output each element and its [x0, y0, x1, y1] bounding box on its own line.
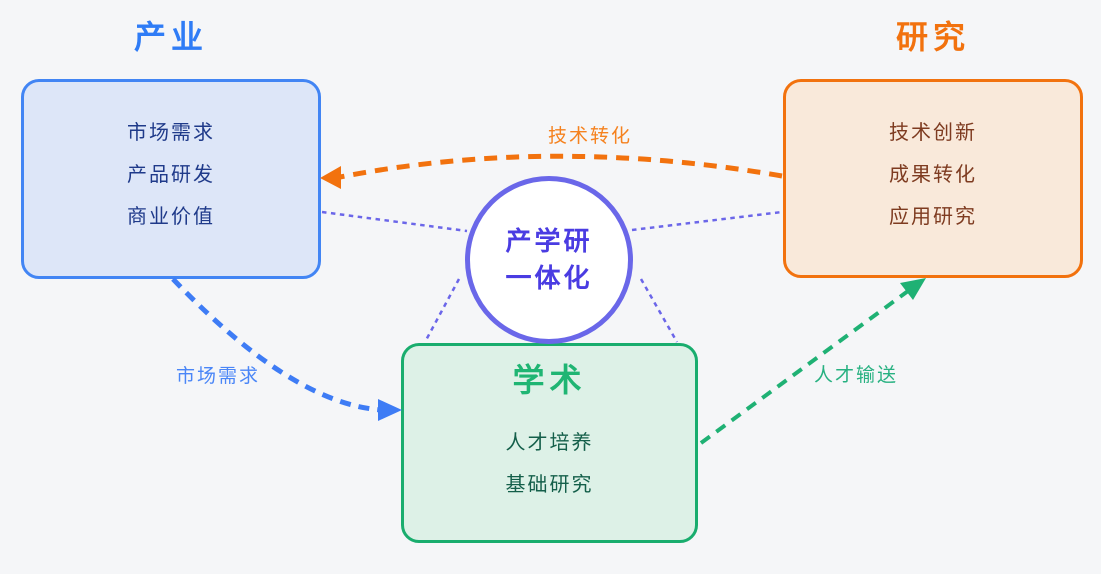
edge-label-market-demand: 市场需求	[175, 366, 261, 387]
edge-market-demand-arrowhead	[378, 399, 402, 421]
academia-item-list: 人才培养 基础研究	[404, 400, 695, 500]
edge-market-demand-line	[171, 277, 383, 413]
research-node: 技术创新 成果转化 应用研究	[783, 79, 1083, 278]
academia-item: 人才培养	[505, 432, 594, 454]
industry-item: 商业价值	[127, 206, 215, 228]
industry-node: 市场需求 产品研发 商业价值	[21, 79, 321, 279]
research-item-list: 技术创新 成果转化 应用研究	[786, 82, 1080, 232]
academia-node: 学术 人才培养 基础研究	[401, 343, 698, 543]
center-hub-line2: 一体化	[505, 263, 593, 293]
industry-item-list: 市场需求 产品研发 商业价值	[24, 82, 318, 232]
edge-hub-research-line	[631, 210, 783, 232]
research-title: 研究	[895, 19, 970, 55]
center-hub-circle: 产学研 一体化	[465, 176, 633, 344]
edge-label-talent-supply: 人才输送	[813, 365, 899, 386]
edge-label-tech-transfer: 技术转化	[547, 126, 633, 147]
edge-hub-academia-right-line	[639, 278, 679, 343]
research-item: 应用研究	[889, 206, 977, 228]
edge-tech-transfer-arrowhead	[320, 166, 341, 189]
edge-hub-industry-line	[321, 210, 468, 233]
research-item: 成果转化	[889, 164, 977, 186]
edge-hub-academia-left-line	[423, 278, 461, 343]
center-hub-text: 产学研 一体化	[470, 181, 628, 297]
academia-title: 学术	[512, 362, 587, 398]
center-hub-line1: 产学研	[505, 226, 593, 256]
research-item: 技术创新	[889, 122, 977, 144]
industry-title: 产业	[133, 19, 208, 55]
industry-item: 产品研发	[127, 164, 215, 186]
industry-item: 市场需求	[127, 122, 215, 144]
edge-talent-supply-arrowhead	[900, 278, 926, 300]
edge-tech-transfer-line	[339, 153, 783, 180]
academia-item: 基础研究	[505, 474, 594, 496]
